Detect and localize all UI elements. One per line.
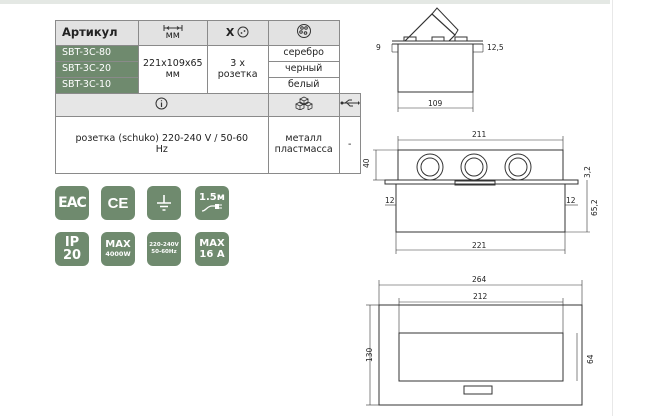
frequency-value: 50-60Hz [151, 248, 177, 255]
side-dim-9: 9 [376, 43, 381, 52]
times-symbol: X [225, 26, 235, 40]
color-header [267, 20, 340, 46]
top-dim-264: 264 [472, 275, 487, 284]
top-view-drawing [366, 280, 583, 406]
spec-row-1: SBT-3C-80 221x109x65 мм 3 x розетка сере… [55, 45, 361, 94]
usb-value: - [338, 116, 361, 174]
ce-badge: CE [101, 186, 135, 220]
spec-header-row: Артикул мм X [55, 20, 361, 46]
front-dim-65-2: 65,2 [590, 199, 599, 216]
max-current-badge: MAX 16 A [195, 232, 229, 266]
socket-type: розетка (schuko) 220-240 V / 50-60 Hz [55, 116, 269, 174]
plug-icon [237, 26, 249, 38]
ip-value: 20 [62, 248, 82, 263]
material-cubes-icon [294, 96, 313, 111]
eac-mark: EAC [58, 195, 87, 211]
ce-mark: CE [107, 194, 129, 212]
right-divider [612, 0, 613, 416]
voltage-value: 220-240V [149, 242, 179, 248]
sku-1: SBT-3C-80 [55, 45, 139, 62]
cable-length: 1.5м [199, 192, 225, 203]
side-dim-109: 109 [428, 99, 443, 108]
front-view-drawing [373, 136, 590, 254]
socket-count-value: 3 x розетка [206, 45, 269, 94]
ground-icon [157, 195, 171, 211]
max-current-value: 16 A [199, 248, 225, 260]
front-dim-221: 221 [472, 241, 487, 250]
side-view-drawing [391, 7, 484, 112]
max-power-label: MAX [105, 239, 131, 251]
size-value: 221x109x65 мм [138, 45, 208, 94]
usb-icon [340, 99, 360, 107]
sku-3: SBT-3C-10 [55, 77, 139, 94]
usb-header [338, 93, 361, 117]
voltage-badge: 220-240V 50-60Hz [147, 232, 181, 266]
material-value: металл пластмасса [267, 116, 340, 174]
front-dim-40: 40 [362, 158, 371, 168]
eac-badge: EAC [55, 186, 89, 220]
top-divider [0, 0, 610, 4]
ip-badge: IP 20 [55, 232, 89, 266]
top-dim-212: 212 [473, 292, 488, 301]
max-power-badge: MAX 4000W [101, 232, 135, 266]
top-dim-130: 130 [365, 347, 374, 362]
color-palette-icon [296, 24, 311, 39]
spec-table: Артикул мм X SBT-3C-80 221x109x65 мм 3 x… [55, 20, 361, 174]
cable-plug-icon [201, 204, 222, 212]
max-power-value: 4000W [105, 250, 131, 259]
top-dim-64: 64 [586, 354, 595, 364]
info-icon [155, 97, 168, 110]
front-dim-211: 211 [472, 130, 487, 139]
ip-label: IP [64, 235, 80, 250]
max-current-label: MAX [199, 237, 225, 249]
side-dim-12-5: 12,5 [487, 43, 504, 52]
sku-2: SBT-3C-20 [55, 61, 139, 78]
ground-badge [147, 186, 181, 220]
cable-badge: 1.5м [195, 186, 229, 220]
front-dim-12-left: 12 [385, 196, 395, 205]
spec-details-row: розетка (schuko) 220-240 V / 50-60 Hz ме… [55, 116, 361, 174]
socket-count-header: X [206, 20, 269, 46]
material-header [267, 93, 340, 117]
size-unit-label: мм [165, 29, 180, 41]
front-dim-12-right: 12 [566, 196, 576, 205]
front-dim-3-2: 3,2 [583, 166, 592, 178]
ruler-icon [163, 24, 183, 31]
spec-row-3: SBT-3C-10 белый [55, 77, 361, 94]
